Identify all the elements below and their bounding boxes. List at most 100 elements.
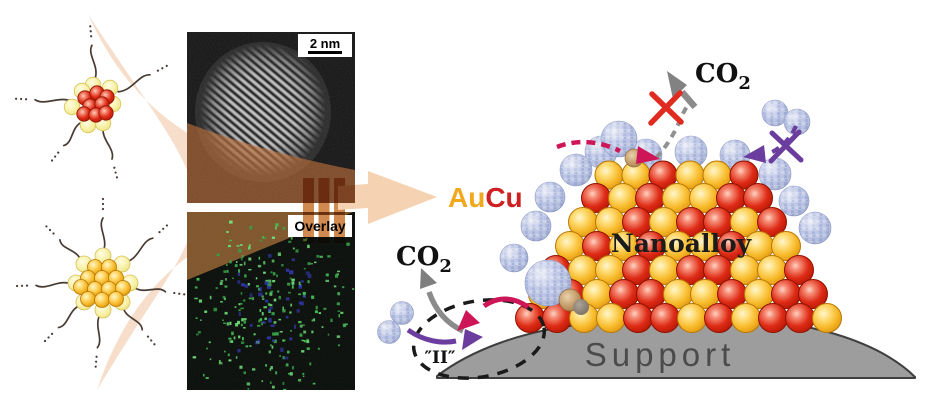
- ligand-dot: [45, 225, 48, 228]
- cu-label: Cu: [485, 182, 522, 213]
- cu-atom-sphere: [785, 303, 815, 333]
- ligand-dot: [113, 166, 116, 169]
- arrow-dash-3: [334, 178, 345, 243]
- cu-atom-sphere: [704, 303, 734, 333]
- co2-sphere-gloss: [535, 182, 565, 212]
- ligand-dot: [115, 176, 119, 179]
- au-atom-sphere: [771, 231, 801, 261]
- ligand-dot: [57, 151, 60, 154]
- co2-molecule: [761, 99, 789, 127]
- ligand-chain: [62, 121, 84, 147]
- ligand-dot: [150, 339, 153, 342]
- ligand-dot: [101, 207, 105, 211]
- scale-bar-text: 2 nm: [309, 36, 341, 51]
- co2-sphere-gloss: [521, 211, 551, 241]
- ligand-dot: [52, 232, 55, 235]
- co2-molecule: [600, 120, 638, 158]
- ligand-dot: [153, 343, 156, 346]
- co2-sphere-gloss: [377, 320, 401, 344]
- ligand-dot: [156, 69, 160, 72]
- ligand-dot: [15, 97, 18, 100]
- co2-sphere-gloss: [799, 212, 831, 244]
- au-atom-sphere: [596, 303, 626, 333]
- co2-sphere-gloss: [601, 121, 637, 157]
- ligand-dot: [158, 231, 161, 234]
- blocked-cross-red: [648, 90, 684, 126]
- blocked-cross-purple: [768, 129, 804, 164]
- ligand-dot: [20, 284, 24, 287]
- co2-molecule: [783, 108, 811, 136]
- ligand-dot: [178, 292, 181, 295]
- cu-atom-sphere: [623, 303, 653, 333]
- interface-arrow-purple: [406, 327, 483, 350]
- co2-sphere-gloss: [675, 136, 707, 168]
- au-precursor-cluster: [15, 197, 186, 368]
- co2-release-arrow-interface: [420, 268, 465, 334]
- co2-sphere-gloss: [525, 260, 571, 306]
- scale-bar-label: 2 nm: [298, 34, 352, 57]
- co2-molecule: [559, 153, 593, 187]
- ligand-dot: [50, 332, 54, 336]
- ligand-dot: [25, 284, 29, 287]
- funnel-arrowhead: [338, 171, 437, 224]
- co2-sphere-gloss: [759, 158, 791, 190]
- ligand-dot: [101, 197, 105, 201]
- co2-approach-arrow-crimson: [556, 139, 660, 164]
- aucu-label: AuCu: [448, 182, 523, 213]
- ligand-dot: [183, 293, 186, 296]
- cu-atom-sphere: [784, 255, 814, 285]
- ligand-dot: [165, 224, 169, 227]
- ligand-chain: [89, 44, 97, 80]
- co2-label-top: CO2: [695, 59, 751, 94]
- co2-sphere-gloss: [779, 186, 809, 216]
- ligand-dot: [48, 228, 52, 232]
- ligand-dot: [50, 159, 54, 162]
- ligand-dot: [43, 339, 47, 343]
- ligand-chain: [117, 73, 151, 93]
- ligand-chain: [132, 286, 167, 293]
- thiolate-sphere: [63, 98, 81, 116]
- arrow-dash-1: [303, 178, 314, 243]
- ligand-dot: [95, 360, 98, 363]
- ligand-dot: [24, 98, 28, 101]
- au-atom-sphere: [108, 291, 124, 307]
- co2-molecule: [534, 181, 566, 213]
- cu-atom-sphere: [729, 160, 759, 190]
- co2-molecule: [390, 301, 414, 325]
- ligand-dot: [114, 171, 117, 174]
- haadf-stem-panel: 2 nm: [187, 32, 355, 203]
- ligand-dot: [20, 97, 23, 101]
- au-atom-sphere: [731, 303, 761, 333]
- ligand-dot: [89, 30, 92, 33]
- co2-molecule: [674, 135, 708, 169]
- co2-sphere-gloss: [784, 109, 810, 135]
- support-atom-sphere: [573, 299, 589, 315]
- ligand-dot: [173, 291, 176, 295]
- co2-sphere-gloss: [762, 100, 788, 126]
- ligand-dot: [162, 227, 165, 230]
- co2-sphere-gloss: [500, 244, 528, 272]
- interface-arrow-crimson: [457, 296, 530, 331]
- cu-atom-sphere: [743, 183, 773, 213]
- scale-bar: [308, 51, 342, 54]
- ligand-dot: [94, 365, 97, 368]
- ligand-dot: [90, 35, 93, 38]
- au-label: Au: [448, 182, 485, 213]
- co2-molecule: [499, 243, 529, 273]
- ligand-dot: [47, 336, 50, 339]
- ligand-dot: [101, 202, 105, 206]
- co2-molecule: [524, 259, 572, 307]
- cu-atom-sphere: [757, 207, 787, 237]
- ligand-dot: [15, 284, 19, 288]
- ligand-dot: [95, 355, 98, 358]
- cu-atom-sphere: [650, 303, 680, 333]
- ligand-dot: [54, 155, 57, 158]
- cu-atom-sphere: [758, 303, 788, 333]
- support-label: Support: [585, 336, 736, 373]
- cu-atom-sphere: [98, 105, 114, 121]
- nanoalloy-label: Nanoalloy: [611, 229, 753, 258]
- cu-rich-precursor-cluster: [15, 25, 168, 179]
